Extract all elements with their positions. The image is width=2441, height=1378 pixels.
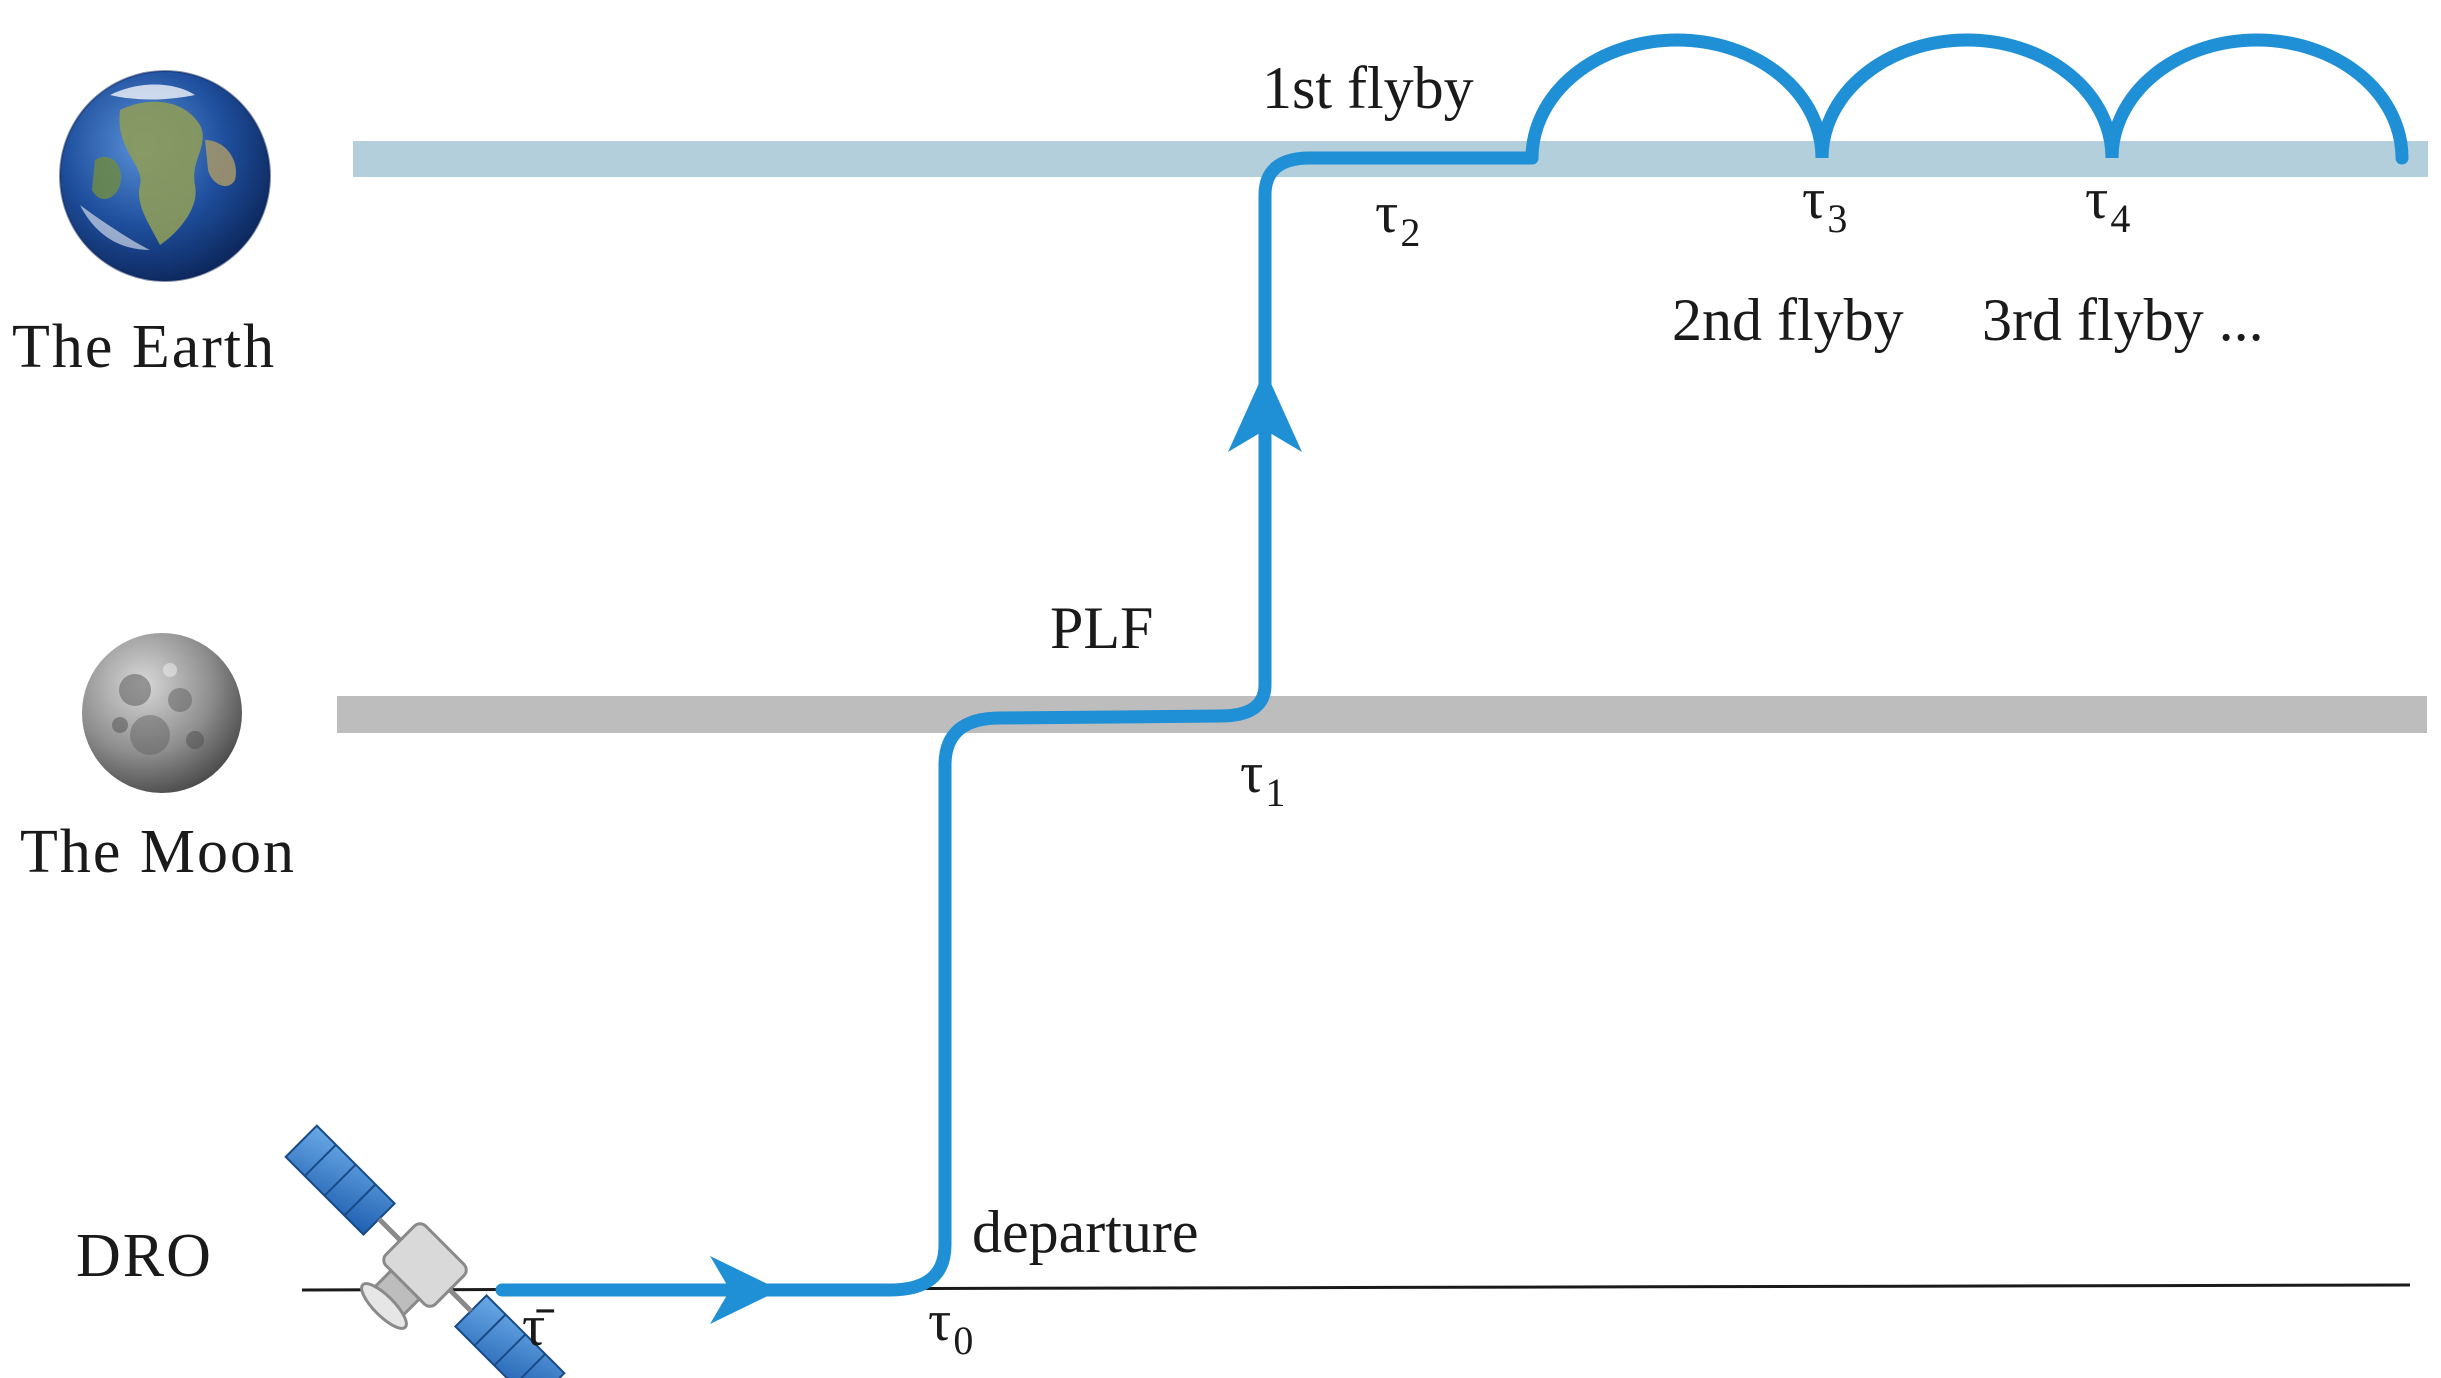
tau0-label: τ0	[928, 1288, 973, 1363]
plf-label: PLF	[1050, 595, 1153, 661]
flyby1-label: 1st flyby	[1262, 55, 1474, 121]
satellite-icon	[284, 1124, 566, 1378]
departure-label: departure	[972, 1199, 1199, 1265]
tau1-label: τ1	[1240, 740, 1285, 815]
moon-label: The Moon	[20, 818, 296, 886]
earth-icon	[59, 70, 271, 282]
trajectory	[495, 33, 2409, 1324]
direction-arrow-up	[1228, 370, 1302, 452]
flyby3-label: 3rd flyby ...	[1982, 287, 2264, 353]
direction-arrow-right	[710, 1256, 780, 1324]
tau3-label: τ3	[1802, 166, 1847, 241]
moon-icon	[82, 633, 242, 793]
tau-bar-label: τ̄	[522, 1293, 554, 1358]
flyby-loops	[1525, 33, 2409, 165]
moon-band	[337, 696, 2427, 733]
flyby2-label: 2nd flyby	[1672, 287, 1904, 353]
dro-label: DRO	[76, 1222, 213, 1290]
earth-label: The Earth	[12, 313, 276, 381]
tau2-label: τ2	[1375, 180, 1420, 255]
trajectory-path	[495, 151, 1539, 1297]
tau4-label: τ4	[2085, 166, 2130, 241]
